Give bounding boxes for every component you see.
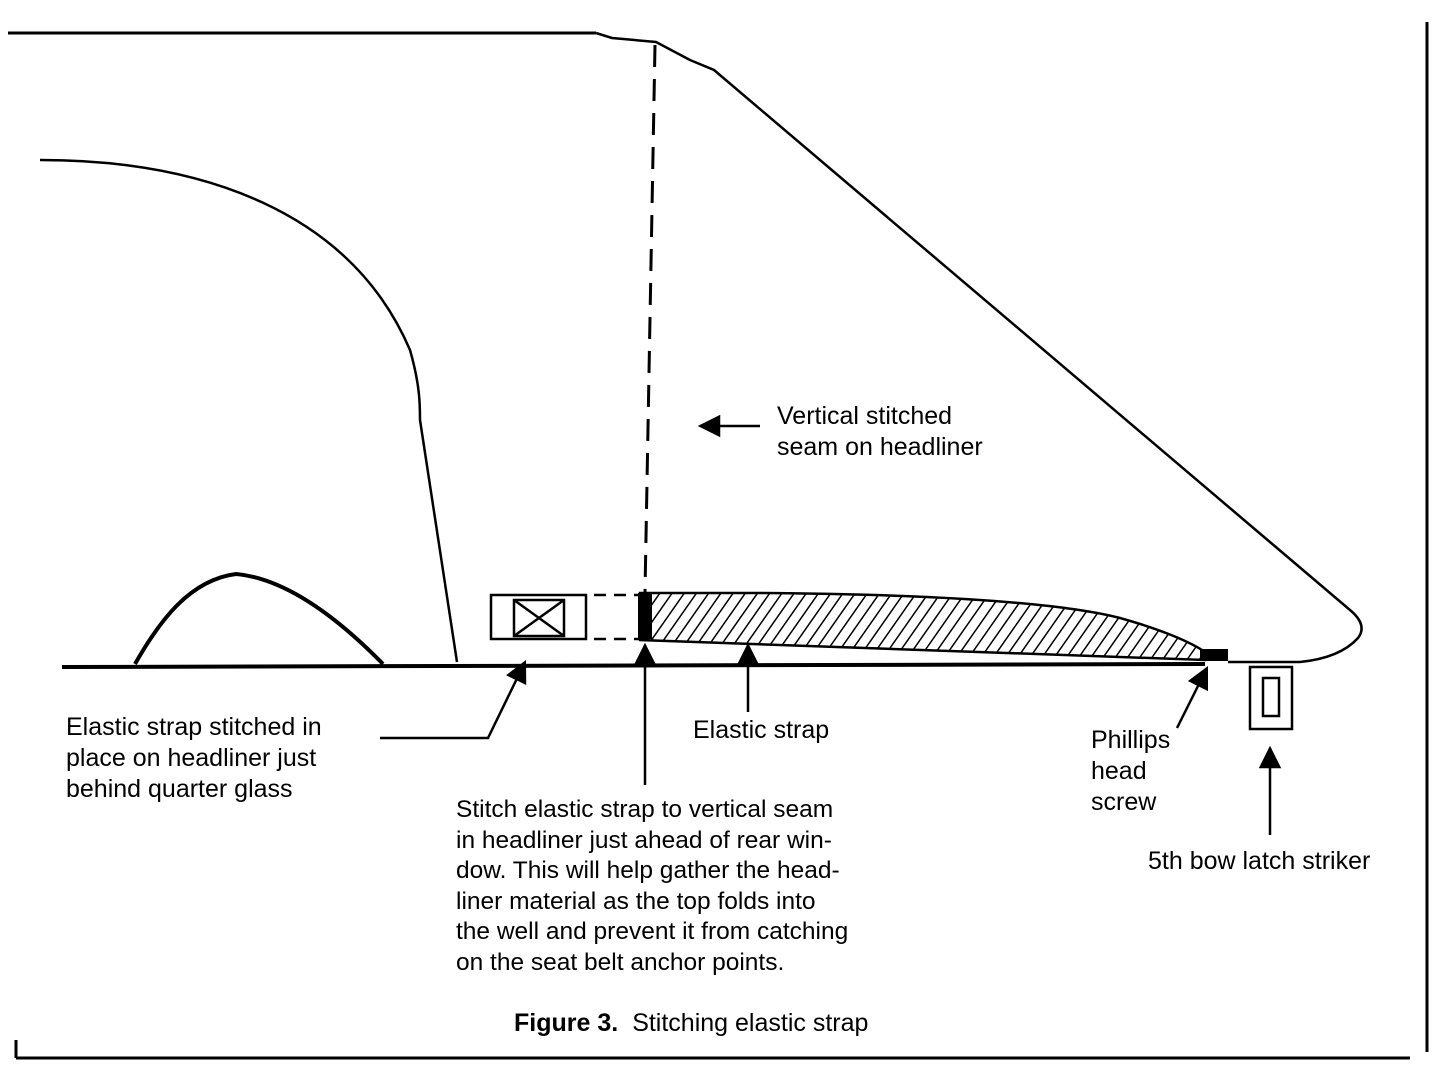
frame-border — [8, 22, 1429, 1060]
latch-striker-outer — [1248, 665, 1294, 731]
label-strap-stitched: Elastic strap stitched in place on headl… — [66, 713, 322, 803]
label-instructions: Stitch elastic strap to vertical seam in… — [456, 796, 849, 976]
headliner-base-line — [61, 662, 1206, 669]
seat-belt-anchor-bump — [133, 571, 385, 666]
figure-number: Figure 3. — [514, 1009, 619, 1037]
quarter-glass-curve — [39, 158, 459, 663]
arrow-phillips — [1175, 665, 1209, 729]
label-elastic-strap: Elastic strap — [693, 716, 830, 744]
arrow-strap-stitched — [380, 659, 527, 740]
label-phillips-screw: Phillips head screw — [1091, 726, 1171, 816]
strap-seam-block — [638, 593, 652, 639]
strap-stitch-x — [513, 598, 565, 638]
elastic-strap-shape — [638, 591, 1207, 662]
figure-title: Stitching elastic strap — [632, 1009, 869, 1037]
strap-dashed-segment — [594, 593, 640, 641]
roof-outline — [595, 31, 1363, 664]
vertical-seam-dashed — [643, 44, 657, 593]
label-latch-striker: 5th bow latch striker — [1148, 847, 1371, 875]
latch-striker-inner — [1261, 676, 1281, 718]
label-vertical-seam: Vertical stitched seam on headliner — [777, 402, 983, 461]
strap-stitch-x-box — [512, 598, 566, 638]
strap-stitch-box — [489, 593, 588, 641]
figure-caption: Figure 3. Stitching elastic strap — [514, 1008, 868, 1039]
phillips-screw-shape — [1200, 649, 1228, 661]
